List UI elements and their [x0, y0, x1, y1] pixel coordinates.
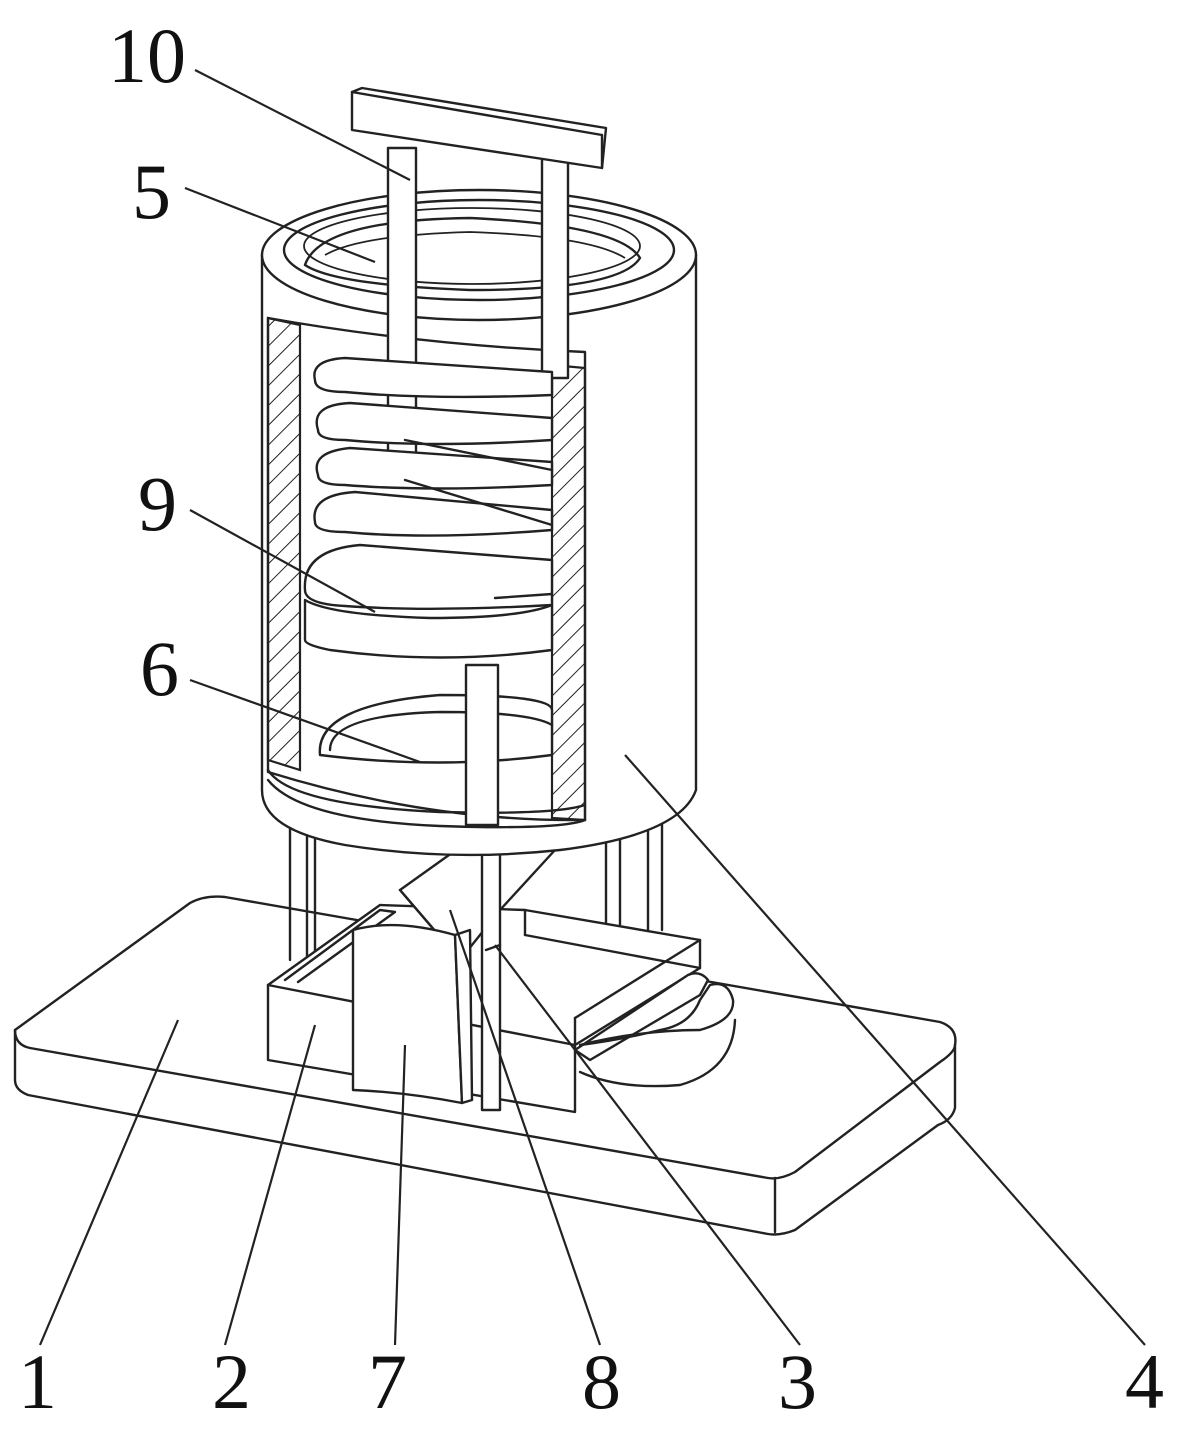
callout-labels: 10 5 9 6 1 2 7 8 3 4 [18, 12, 1164, 1425]
label-part-9: 9 [138, 460, 177, 547]
leader-lines [38, 69, 1146, 1346]
label-part-7: 7 [368, 1338, 407, 1425]
label-part-1: 1 [18, 1338, 57, 1425]
label-part-6: 6 [140, 625, 179, 712]
label-part-5: 5 [132, 148, 171, 235]
label-part-3: 3 [778, 1338, 817, 1425]
spring-coils [303, 356, 554, 659]
label-part-2: 2 [212, 1338, 251, 1425]
label-part-8: 8 [582, 1338, 621, 1425]
central-shaft [480, 843, 502, 1112]
front-plate [351, 923, 474, 1105]
lower-ring [318, 663, 554, 827]
label-part-4: 4 [1125, 1338, 1164, 1425]
label-part-10: 10 [108, 12, 186, 99]
